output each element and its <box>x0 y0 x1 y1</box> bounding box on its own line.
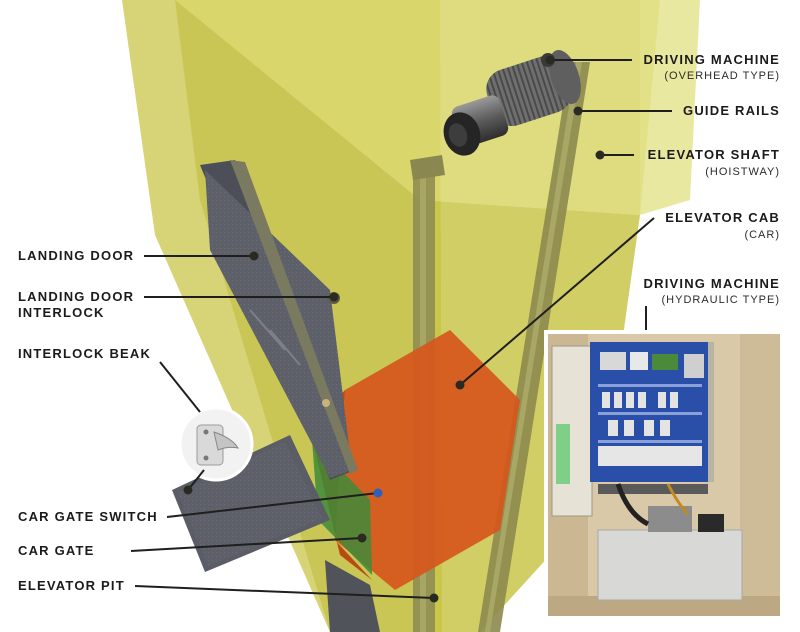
label-interlock-beak: INTERLOCK BEAK <box>18 346 152 361</box>
label-elevator-pit: ELEVATOR PIT <box>18 578 125 593</box>
label-car-gate: CAR GATE <box>18 543 95 558</box>
leader-elevator-pit <box>134 585 435 599</box>
shaft-top-face <box>175 0 660 215</box>
sublabel-car: (CAR) <box>744 229 780 241</box>
leader-interlock-beak <box>159 361 201 413</box>
label-driving-machine-hydraulic: DRIVING MACHINE <box>643 276 780 291</box>
shaft-far-right <box>640 0 700 215</box>
lower-landing-door <box>172 435 380 632</box>
driving-machine-overhead-shape <box>410 50 581 180</box>
interlock-beak-callout <box>178 406 254 482</box>
cab-front <box>335 330 520 590</box>
landing-door-handle <box>322 399 330 407</box>
landing-door-frame <box>230 160 358 474</box>
sublabel-overhead-type: (OVERHEAD TYPE) <box>664 70 780 82</box>
label-car-gate-switch: CAR GATE SWITCH <box>18 509 158 524</box>
landing-door-shape <box>200 160 358 480</box>
leader-car-gate-switch <box>166 492 379 518</box>
leader-lines <box>130 59 672 599</box>
label-elevator-cab: ELEVATOR CAB <box>665 210 780 225</box>
label-driving-machine-overhead: DRIVING MACHINE <box>643 52 780 67</box>
label-landing-door-interlock-line2: INTERLOCK <box>18 305 105 320</box>
label-elevator-shaft: ELEVATOR SHAFT <box>647 147 780 162</box>
leader-car-gate <box>130 537 363 552</box>
car-gate-panel <box>312 440 372 575</box>
sublabel-hydraulic-type: (HYDRAULIC TYPE) <box>661 294 780 306</box>
label-landing-door: LANDING DOOR <box>18 248 135 263</box>
label-landing-door-interlock-line1: LANDING DOOR <box>18 289 135 304</box>
hydraulic-room-illustration <box>548 334 780 616</box>
leader-elevator-cab <box>459 217 655 386</box>
sublabel-hoistway: (HOISTWAY) <box>705 166 780 178</box>
hydraulic-tank <box>597 529 743 601</box>
hydraulic-machine-photo <box>544 330 784 620</box>
label-guide-rails: GUIDE RAILS <box>683 103 780 118</box>
